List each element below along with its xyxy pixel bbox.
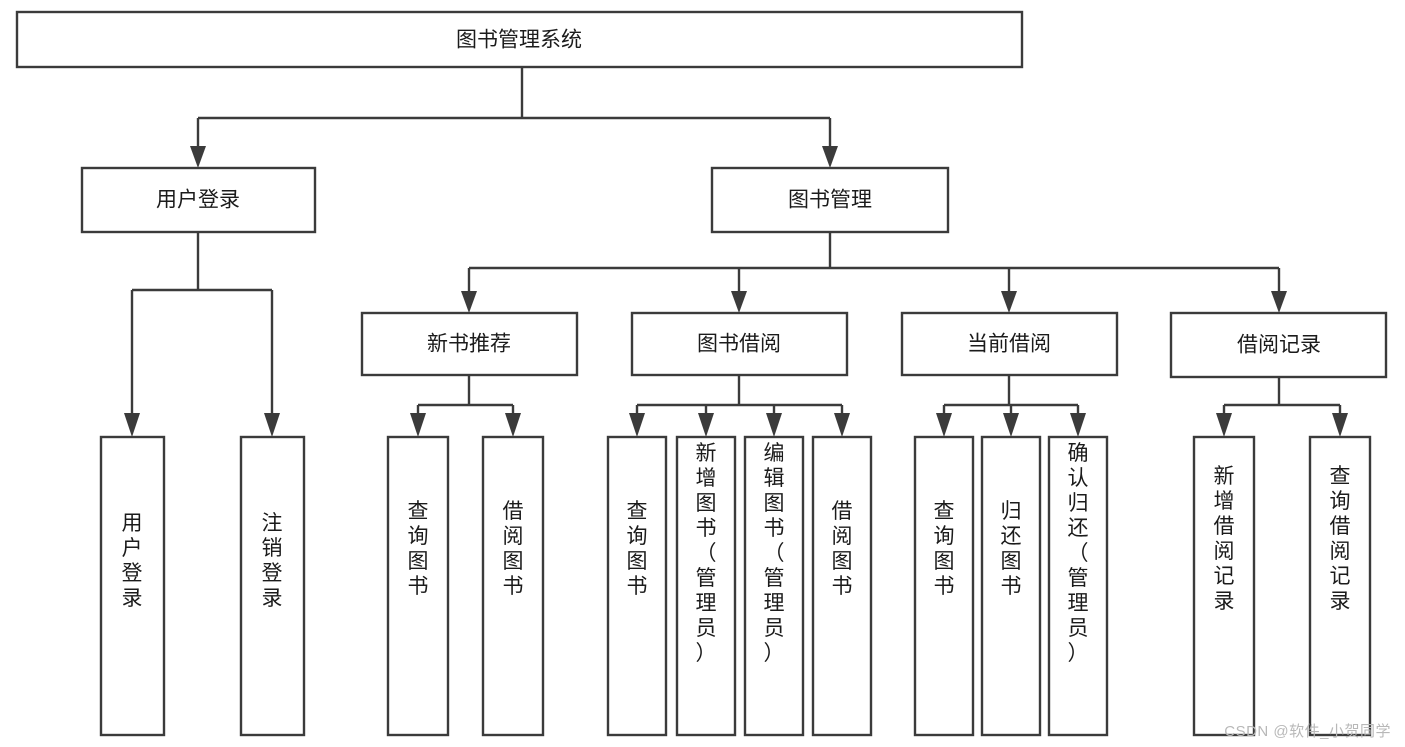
node-book-borrow-box[interactable]: [630, 311, 849, 377]
arrow-head-leaf-new-book-0: [410, 413, 426, 437]
arrow-head-leaf-book-borrow-2: [766, 413, 782, 437]
arrow-head-leaf-user-login-1: [264, 413, 280, 437]
connector-group-userlogin: [124, 232, 280, 437]
connector-group-bookmgmt: [461, 232, 1287, 313]
leaf-new-book-1-box[interactable]: [481, 435, 545, 737]
arrow-head-leaf-current-borrow-0: [936, 413, 952, 437]
node-new-book-recommend-label: 新书推荐: [427, 333, 511, 356]
node-root-box[interactable]: [15, 10, 1024, 69]
leaf-current-borrow-0[interactable]: 查询图书: [913, 435, 975, 737]
leaf-new-book-0-label: 查询图书: [408, 500, 429, 598]
arrow-head-leaf-current-borrow-1: [1003, 413, 1019, 437]
connector-group-root: [190, 67, 838, 168]
connector-group-bookborrow: [629, 375, 850, 437]
arrow-head-level2-0: [461, 291, 477, 313]
leaf-user-login-0-label: 用户登录: [122, 512, 143, 610]
connector-group-newbook: [410, 375, 521, 437]
node-user-login-box[interactable]: [80, 166, 317, 234]
node-book-management-box[interactable]: [710, 166, 950, 234]
leaf-borrow-record-0-box[interactable]: [1192, 435, 1256, 737]
node-root-label: 图书管理系统: [456, 29, 582, 52]
leaf-user-login-1[interactable]: 注销登录: [239, 435, 306, 737]
leaf-book-borrow-0[interactable]: 查询图书: [606, 435, 668, 737]
node-borrow-record[interactable]: 借阅记录: [1169, 311, 1388, 379]
leaf-user-login-0[interactable]: 用户登录: [99, 435, 166, 737]
leaf-current-borrow-0-box[interactable]: [913, 435, 975, 737]
leaf-new-book-1[interactable]: 借阅图书: [481, 435, 545, 737]
leaf-user-login-0-box[interactable]: [99, 435, 166, 737]
node-root[interactable]: 图书管理系统: [15, 10, 1024, 69]
node-current-borrow-label: 当前借阅: [967, 333, 1051, 356]
arrow-head-leaf-book-borrow-1: [698, 413, 714, 437]
leaf-book-borrow-1[interactable]: 新增图书（管理员）: [675, 435, 737, 737]
leaf-book-borrow-0-box[interactable]: [606, 435, 668, 737]
leaf-current-borrow-2-label: 确认归还（管理员）: [1068, 442, 1089, 665]
leaf-new-book-1-label: 借阅图书: [503, 500, 524, 598]
leaf-book-borrow-1-label: 新增图书（管理员）: [696, 442, 717, 665]
leaf-borrow-record-1-label: 查询借阅记录: [1330, 465, 1351, 613]
leaf-book-borrow-3-box[interactable]: [811, 435, 873, 737]
arrow-head-bookmgmt: [822, 146, 838, 168]
arrow-head-level2-3: [1271, 291, 1287, 313]
leaf-book-borrow-2-label: 编辑图书（管理员）: [764, 442, 785, 665]
node-borrow-record-label: 借阅记录: [1237, 334, 1321, 357]
leaf-borrow-record-1[interactable]: 查询借阅记录: [1308, 435, 1372, 737]
node-current-borrow-box[interactable]: [900, 311, 1119, 377]
leaf-new-book-0[interactable]: 查询图书: [386, 435, 450, 737]
leaf-borrow-record-0[interactable]: 新增借阅记录: [1192, 435, 1256, 737]
node-book-borrow[interactable]: 图书借阅: [630, 311, 849, 377]
node-book-management[interactable]: 图书管理: [710, 166, 950, 234]
leaf-borrow-record-0-label: 新增借阅记录: [1214, 465, 1235, 613]
node-borrow-record-box[interactable]: [1169, 311, 1388, 379]
leaf-book-borrow-2[interactable]: 编辑图书（管理员）: [743, 435, 805, 737]
leaf-borrow-record-1-box[interactable]: [1308, 435, 1372, 737]
leaf-user-login-1-box[interactable]: [239, 435, 306, 737]
node-current-borrow[interactable]: 当前借阅: [900, 311, 1119, 377]
arrow-head-level2-1: [731, 291, 747, 313]
leaf-book-borrow-3[interactable]: 借阅图书: [811, 435, 873, 737]
leaf-current-borrow-1-label: 归还图书: [1001, 500, 1022, 598]
arrow-head-leaf-user-login-0: [124, 413, 140, 437]
arrow-head-leaf-borrow-record-1: [1332, 413, 1348, 437]
arrow-head-leaf-current-borrow-2: [1070, 413, 1086, 437]
leaf-new-book-0-box[interactable]: [386, 435, 450, 737]
node-new-book-recommend[interactable]: 新书推荐: [360, 311, 579, 377]
leaf-user-login-1-label: 注销登录: [262, 512, 283, 610]
node-user-login[interactable]: 用户登录: [80, 166, 317, 234]
arrow-head-level2-2: [1001, 291, 1017, 313]
node-book-management-label: 图书管理: [788, 189, 872, 212]
leaf-book-borrow-0-label: 查询图书: [627, 500, 648, 598]
node-book-borrow-label: 图书借阅: [697, 333, 781, 356]
arrow-head-leaf-book-borrow-3: [834, 413, 850, 437]
arrow-head-leaf-new-book-1: [505, 413, 521, 437]
leaf-current-borrow-2-box[interactable]: [1047, 435, 1109, 737]
leaf-current-borrow-2[interactable]: 确认归还（管理员）: [1047, 435, 1109, 737]
connector-group-currentborrow: [936, 375, 1086, 437]
leaf-current-borrow-1[interactable]: 归还图书: [980, 435, 1042, 737]
connector-group-borrowrecord: [1216, 377, 1348, 437]
leaf-current-borrow-0-label: 查询图书: [934, 500, 955, 598]
leaf-book-borrow-2-box[interactable]: [743, 435, 805, 737]
node-new-book-recommend-box[interactable]: [360, 311, 579, 377]
arrow-head-leaf-borrow-record-0: [1216, 413, 1232, 437]
arrow-head-leaf-book-borrow-0: [629, 413, 645, 437]
leaf-current-borrow-1-box[interactable]: [980, 435, 1042, 737]
leaf-book-borrow-1-box[interactable]: [675, 435, 737, 737]
node-user-login-label: 用户登录: [156, 189, 240, 212]
arrow-head-userlogin: [190, 146, 206, 168]
leaf-book-borrow-3-label: 借阅图书: [832, 500, 853, 598]
